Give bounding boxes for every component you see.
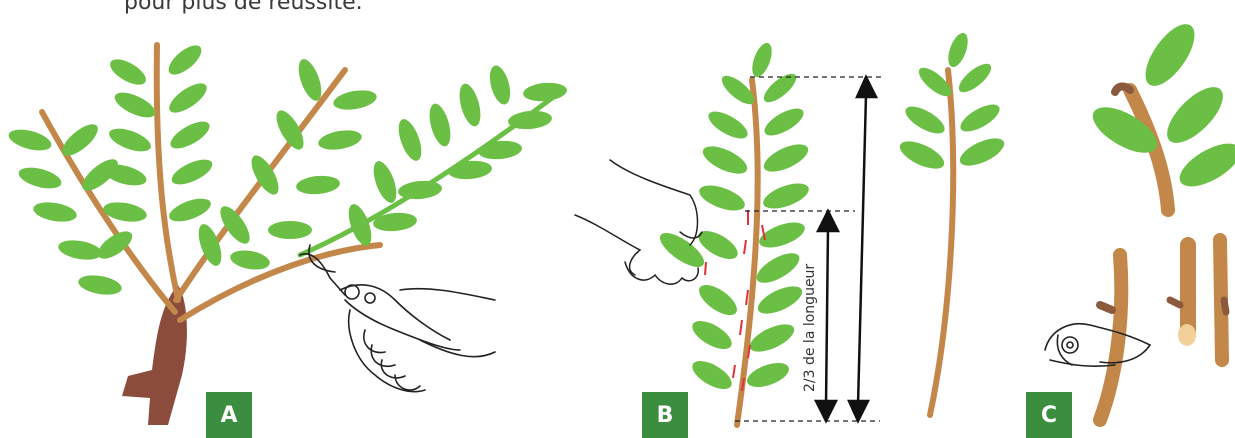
panel-c-badge: C — [1026, 392, 1072, 438]
measure-arrows — [816, 77, 876, 421]
cutting-illustration — [575, 30, 1008, 425]
shrub-leaves — [6, 40, 567, 297]
shears-icon — [1045, 324, 1150, 366]
pruning-shears-icon — [300, 245, 495, 392]
shrub-trunk — [122, 285, 187, 425]
measurement-label: 2/3 de la longueur — [802, 264, 818, 392]
panel-b-badge: B — [642, 392, 688, 438]
shrub-illustration — [6, 40, 567, 425]
hand-icon — [575, 160, 702, 284]
panel-a-badge: A — [206, 392, 252, 438]
planting-illustration — [1045, 16, 1235, 420]
